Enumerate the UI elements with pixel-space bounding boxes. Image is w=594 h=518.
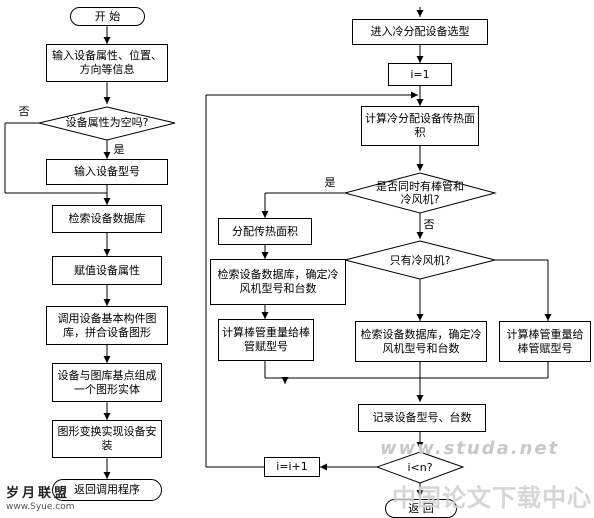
start-terminal: 开 始	[70, 7, 145, 26]
decision-empty-label: 设备属性为空吗?	[65, 116, 149, 129]
decision-both-label: 是否同时有棒管和冷风机?	[376, 180, 464, 206]
decision-fan-label: 只有冷风机?	[389, 254, 451, 267]
enter-cold-allocation-box: 进入冷分配设备选型	[352, 19, 488, 45]
assign-area-box: 分配传热面积	[218, 218, 312, 245]
search-database-box: 检索设备数据库	[52, 205, 162, 233]
record-model-box: 记录设备型号、台数	[358, 404, 486, 432]
no-label-right: 否	[423, 218, 435, 231]
init-counter-box: i=1	[388, 63, 452, 86]
watermark-suiyue: 岁月联盟	[6, 486, 71, 501]
watermark-chinese-center: 中国论文下载中心	[392, 484, 592, 512]
input-model-box: 输入设备型号	[46, 159, 168, 185]
calc-tube-right-box: 计算棒管重量给棒管赋型号	[499, 321, 591, 362]
combine-entity-box: 设备与图库基点组成一个图形实体	[52, 363, 162, 402]
no-label-left: 否	[18, 105, 30, 118]
return-caller-terminal: 返回调用程序	[52, 479, 162, 501]
increment-counter-box: i=i+1	[264, 457, 320, 477]
assign-attributes-box: 赋值设备属性	[52, 256, 162, 285]
input-attributes-box: 输入设备属性、位置、方向等信息	[46, 44, 168, 82]
watermark-syue-url: www.Syue.com	[6, 502, 75, 512]
call-library-box: 调用设备基本构件图库，拼合设备图形	[46, 306, 168, 345]
yes-label-left: 是	[113, 143, 125, 156]
transform-install-box: 图形变换实现设备安装	[52, 420, 162, 458]
decision-loop-label: i<n?	[407, 461, 433, 474]
search-fan-left-box: 检索设备数据库，确定冷风机型号和台数	[210, 259, 346, 305]
yes-label-right: 是	[324, 176, 336, 189]
search-fan-mid-box: 检索设备数据库，确定冷风机型号和台数	[355, 321, 487, 362]
watermark-studa: www.studa.net	[380, 438, 560, 459]
calc-area-box: 计算冷分配设备传热面积	[361, 106, 479, 146]
calc-tube-left-box: 计算棒管重量给棒管赋型号	[218, 319, 314, 361]
